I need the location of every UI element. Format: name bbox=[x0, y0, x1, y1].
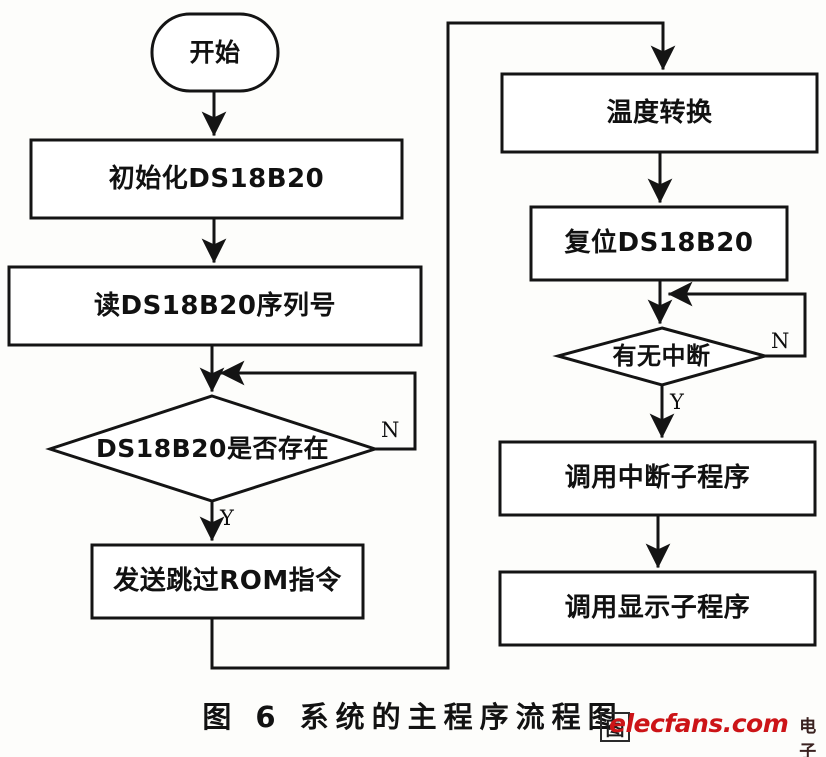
node-shape-reset bbox=[529, 205, 789, 282]
node-shape-skip-rom bbox=[90, 543, 365, 620]
node-shape-start bbox=[150, 12, 280, 93]
figure-caption-text: 图 6 系统的主程序流程图 bbox=[202, 700, 624, 734]
watermark-domain: elecfans.com bbox=[609, 709, 789, 738]
node-shape-call-display bbox=[498, 570, 817, 647]
main-return-rail bbox=[446, 21, 676, 670]
branch-label-exists-yes: Y bbox=[220, 506, 234, 530]
branch-label-interrupt-no: N bbox=[771, 329, 790, 353]
node-shape-interrupt bbox=[552, 326, 771, 387]
watermark: elecfans.com 电子发烧友 bbox=[609, 709, 826, 757]
figure-caption: 图 6 系统的主程序流程图 bbox=[0, 694, 826, 736]
node-shape-init bbox=[29, 138, 404, 220]
node-shape-temp-convert bbox=[500, 72, 819, 154]
node-shape-exists bbox=[45, 394, 380, 503]
branch-label-interrupt-yes: Y bbox=[670, 390, 684, 414]
node-shape-read-serial bbox=[7, 265, 423, 347]
edge-exists-no-loop bbox=[219, 360, 417, 451]
edge-skiprom-to-return-rail bbox=[210, 616, 450, 670]
watermark-chinese-text: 电子发烧友 bbox=[799, 717, 818, 757]
node-shape-call-interrupt bbox=[498, 440, 817, 517]
branch-label-exists-no: N bbox=[381, 418, 400, 442]
watermark-badge: 图 bbox=[600, 712, 630, 742]
edge-interrupt-no-loop bbox=[667, 281, 807, 358]
